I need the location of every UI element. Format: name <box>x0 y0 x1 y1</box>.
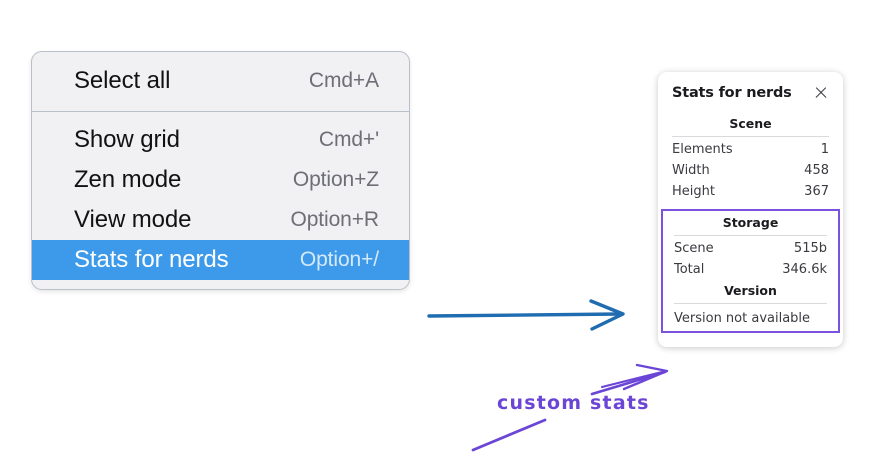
version-not-available-text: Version not available <box>674 310 811 326</box>
stat-value: 346.6k <box>782 261 827 277</box>
menu-item-stats-for-nerds[interactable]: Stats for nerds Option+/ <box>32 240 409 280</box>
blue-arrow-icon <box>427 299 625 331</box>
section-rule <box>674 302 827 304</box>
menu-item-label: Zen mode <box>74 166 182 193</box>
menu-item-shortcut: Cmd+' <box>318 128 379 151</box>
menu-item-zen-mode[interactable]: Zen mode Option+Z <box>32 160 409 200</box>
stat-key: Total <box>674 261 705 277</box>
stat-value: 367 <box>804 183 829 199</box>
menu-group-view: Show grid Cmd+' Zen mode Option+Z View m… <box>32 112 409 289</box>
menu-item-shortcut: Option+Z <box>292 168 379 191</box>
panel-title: Stats for nerds <box>672 85 792 101</box>
section-rule <box>674 234 827 236</box>
menu-divider <box>32 111 409 112</box>
stat-row-storage-scene: Scene 515b <box>674 239 827 260</box>
menu-item-show-grid[interactable]: Show grid Cmd+' <box>32 120 409 160</box>
purple-underline-stroke <box>471 418 547 452</box>
stat-row-storage-total: Total 346.6k <box>674 260 827 281</box>
stat-key: Scene <box>674 240 714 256</box>
panel-header: Stats for nerds <box>672 85 829 101</box>
stat-value: 515b <box>793 240 827 256</box>
stat-key: Height <box>672 183 715 199</box>
section-heading-scene: Scene <box>729 116 772 131</box>
menu-item-shortcut: Option+/ <box>299 248 379 271</box>
menu-item-select-all[interactable]: Select all Cmd+A <box>32 61 409 101</box>
section-heading-version: Version <box>724 282 777 298</box>
menu-item-label: Show grid <box>74 126 180 153</box>
stat-value: 458 <box>804 162 829 178</box>
purple-arrow-icon <box>590 363 669 396</box>
close-icon[interactable] <box>813 85 829 101</box>
menu-group-primary: Select all Cmd+A <box>32 52 409 111</box>
menu-item-view-mode[interactable]: View mode Option+R <box>32 200 409 240</box>
stat-value: 1 <box>820 142 829 157</box>
custom-stats-annotation-label: custom stats <box>497 392 650 414</box>
menu-item-label: Select all <box>74 67 171 94</box>
menu-item-label: Stats for nerds <box>74 246 229 273</box>
stat-row-height: Height 367 <box>672 182 829 203</box>
stat-key: Elements <box>672 142 733 157</box>
menu-item-shortcut: Option+R <box>290 208 379 231</box>
custom-stats-highlight-box: Storage Scene 515b Total 346.6k Version … <box>661 208 840 333</box>
menu-item-label: View mode <box>74 206 192 233</box>
stats-for-nerds-panel: Stats for nerds Scene Elements 1 Width 4… <box>658 72 843 347</box>
stat-key: Width <box>672 162 710 178</box>
menu-item-shortcut: Cmd+A <box>308 69 379 92</box>
context-menu: Select all Cmd+A Show grid Cmd+' Zen mod… <box>31 51 410 290</box>
stat-row-width: Width 458 <box>672 161 829 182</box>
section-rule <box>672 136 829 137</box>
stat-row-elements: Elements 1 <box>672 140 829 161</box>
section-heading-storage: Storage <box>722 214 779 230</box>
